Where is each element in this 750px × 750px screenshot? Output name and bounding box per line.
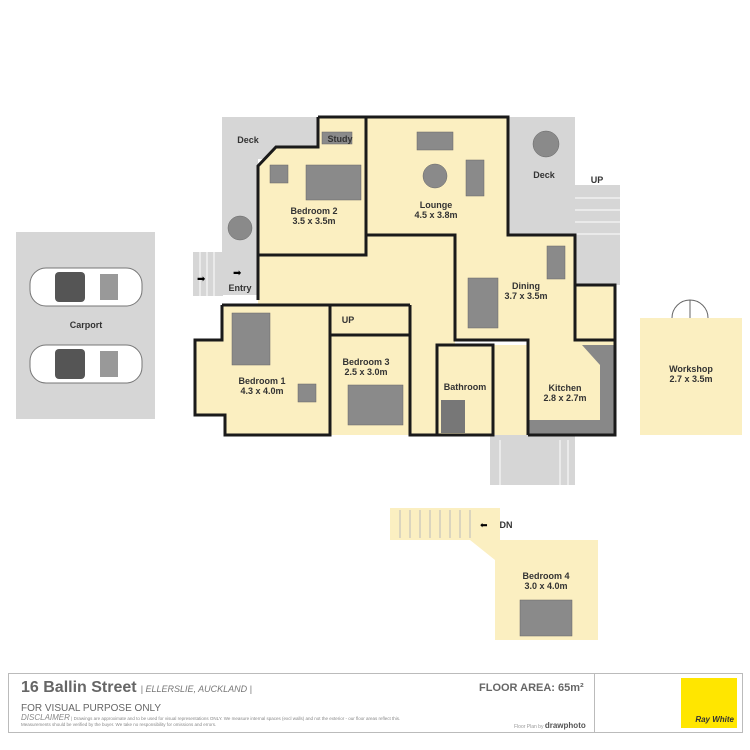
dining-table-icon	[467, 277, 499, 329]
sofa-icon	[546, 245, 566, 280]
disclaimer: DISCLAIMER | Drawings are approximate an…	[21, 713, 401, 727]
room-size-bedroom3: 2.5 x 3.0m	[344, 367, 387, 377]
deck-steps	[575, 185, 620, 285]
ray-white-logo: Ray White	[681, 678, 737, 728]
room-label-bedroom3: Bedroom 3	[342, 357, 389, 367]
armchair-icon	[269, 164, 289, 184]
bedroom1-room	[195, 305, 330, 435]
car-icon	[29, 344, 143, 384]
workshop-room	[640, 318, 742, 435]
outdoor-table-icon	[532, 130, 560, 158]
room-size-bedroom1: 4.3 x 4.0m	[240, 386, 283, 396]
arrow-right-icon: ➡	[233, 268, 242, 279]
disclaimer-text: | Drawings are approximate and to be use…	[21, 716, 401, 727]
street-address: 16 Ballin Street	[21, 679, 137, 696]
room-size-kitchen: 2.8 x 2.7m	[543, 393, 586, 403]
floor-area: FLOOR AREA: 65m²	[479, 682, 584, 694]
bed-icon	[347, 384, 404, 426]
kitchen-counter	[528, 345, 615, 435]
bed-icon	[519, 599, 573, 637]
stair-label-up-deck: UP	[591, 175, 604, 185]
outdoor-table-icon	[227, 215, 253, 241]
desk-icon	[321, 131, 353, 145]
arrow-right-icon: ➡	[197, 274, 206, 285]
suburb: | ELLERSLIE, AUCKLAND |	[140, 684, 252, 694]
footer: 16 Ballin Street| ELLERSLIE, AUCKLAND | …	[8, 673, 743, 733]
room-label-lounge: Lounge	[420, 200, 453, 210]
room-label-entry: Entry	[228, 283, 251, 293]
disclaimer-label: DISCLAIMER	[21, 713, 70, 722]
bed-icon	[231, 312, 271, 366]
room-label-kitchen: Kitchen	[548, 383, 581, 393]
room-size-bedroom2: 3.5 x 3.5m	[292, 216, 335, 226]
credit-brand: drawphoto	[544, 721, 586, 730]
divider	[594, 674, 595, 732]
room-size-dining: 3.7 x 3.5m	[504, 291, 547, 301]
sofa-icon	[416, 131, 454, 151]
carport-area	[16, 232, 155, 419]
coffee-table-icon	[422, 163, 448, 189]
closet-room	[575, 285, 615, 340]
sofa-icon	[465, 159, 485, 197]
entry-steps	[193, 252, 223, 296]
address: 16 Ballin Street| ELLERSLIE, AUCKLAND |	[21, 679, 252, 697]
stair-label-up-main: UP	[342, 315, 355, 325]
car-icon	[29, 267, 143, 307]
room-label-study: Study	[327, 134, 352, 144]
room-label-bedroom2: Bedroom 2	[290, 206, 337, 216]
stair-label-down: DN	[500, 520, 513, 530]
room-size-bedroom4: 3.0 x 4.0m	[524, 581, 567, 591]
room-size-lounge: 4.5 x 3.8m	[414, 210, 457, 220]
room-label-deck-left: Deck	[237, 135, 260, 145]
hallway	[258, 235, 455, 305]
credit-prefix: Floor Plan by	[514, 724, 544, 730]
bed-icon	[305, 164, 362, 201]
room-label-bedroom1: Bedroom 1	[238, 376, 285, 386]
room-size-workshop: 2.7 x 3.5m	[669, 374, 712, 384]
armchair-icon	[297, 383, 317, 403]
visual-purpose-note: FOR VISUAL PURPOSE ONLY	[21, 703, 162, 714]
room-label-deck-right: Deck	[533, 170, 556, 180]
room-label-carport: Carport	[70, 320, 103, 330]
room-label-workshop: Workshop	[669, 364, 713, 374]
walls	[193, 115, 617, 437]
laundry-room	[493, 345, 528, 435]
room-label-dining: Dining	[512, 281, 540, 291]
stair-up	[330, 305, 410, 335]
room-label-bathroom: Bathroom	[444, 382, 487, 392]
room-label-bedroom4: Bedroom 4	[522, 571, 569, 581]
logo-text: Ray White	[695, 715, 734, 724]
double-door-icon	[671, 299, 709, 319]
arrow-left-icon: ⬅	[480, 520, 488, 530]
credit: Floor Plan by drawphoto	[514, 721, 586, 730]
floor-plan: Carport Deck Stud	[16, 115, 742, 640]
shower-icon	[441, 400, 465, 433]
back-steps	[490, 435, 575, 485]
